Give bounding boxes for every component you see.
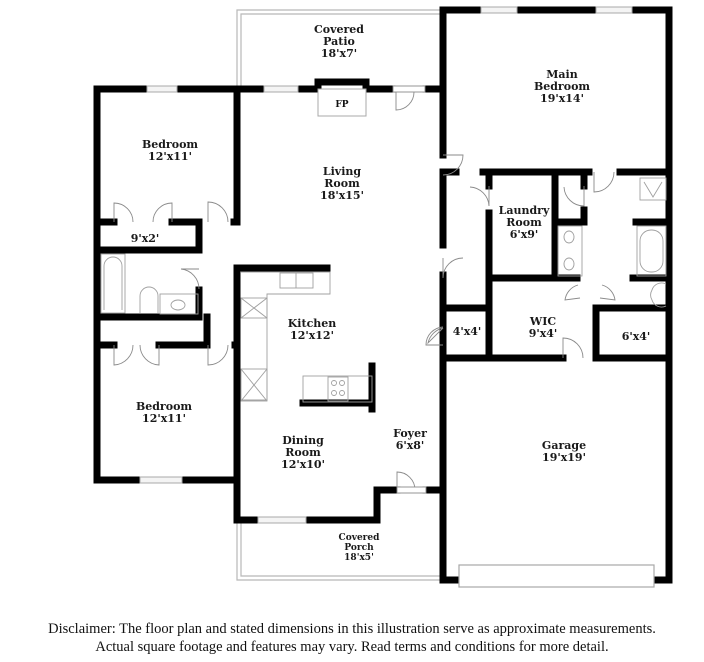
room-dimensions: 18'x15' bbox=[320, 189, 364, 202]
garage-door bbox=[458, 564, 655, 588]
room-name: WIC bbox=[529, 315, 557, 328]
doors bbox=[113, 85, 616, 494]
room-name: Room bbox=[506, 216, 542, 229]
room-label-closet-4x4: 4'x4' bbox=[453, 326, 482, 338]
fixtures bbox=[100, 177, 667, 403]
room-name: Covered bbox=[338, 533, 380, 543]
disclaimer: Disclaimer: The floor plan and stated di… bbox=[0, 620, 704, 656]
room-dimensions: 9'x4' bbox=[528, 327, 558, 340]
room-name: Main bbox=[546, 68, 578, 81]
room-dimensions: 19'x14' bbox=[540, 92, 584, 105]
disclaimer-line-2: Actual square footage and features may v… bbox=[95, 639, 609, 655]
room-dimensions: 12'x12' bbox=[290, 329, 334, 342]
room-dimensions: 12'x11' bbox=[142, 412, 186, 425]
room-dimensions: 18'x7' bbox=[320, 47, 358, 60]
room-dimensions: 4'x4' bbox=[452, 325, 482, 338]
room-name: Covered bbox=[314, 23, 364, 36]
covered-patio-outline bbox=[236, 9, 443, 92]
room-dimensions: 12'x11' bbox=[148, 150, 192, 163]
room-dimensions: 6'x4' bbox=[621, 330, 651, 343]
room-dimensions: 19'x19' bbox=[542, 451, 586, 464]
room-label-closet-6x4: 6'x4' bbox=[622, 331, 651, 343]
room-name: Kitchen bbox=[287, 317, 337, 330]
room-dimensions: 6'x8' bbox=[395, 439, 425, 452]
room-name: Garage bbox=[541, 439, 587, 452]
room-dimensions: 9'x2' bbox=[130, 232, 160, 245]
room-dimensions: 12'x10' bbox=[281, 458, 325, 471]
fireplace bbox=[317, 88, 367, 117]
room-label-closet-9x2: 9'x2' bbox=[131, 233, 160, 245]
room-name: Bedroom bbox=[135, 400, 193, 413]
room-name: Bedroom bbox=[533, 80, 591, 93]
room-name: Living bbox=[322, 165, 362, 178]
room-name: Patio bbox=[323, 35, 355, 48]
room-name: Room bbox=[324, 177, 360, 190]
walls bbox=[93, 6, 673, 584]
room-dimensions: 6'x9' bbox=[509, 228, 539, 241]
fireplace-label: FP bbox=[335, 100, 348, 110]
room-name: Room bbox=[285, 446, 321, 459]
floor-plan-drawing: FP bbox=[93, 6, 673, 588]
room-name: Foyer bbox=[393, 427, 427, 440]
room-name: Porch bbox=[344, 543, 374, 553]
disclaimer-line-1: Disclaimer: The floor plan and stated di… bbox=[48, 621, 656, 637]
covered-porch-outline bbox=[236, 522, 443, 581]
room-name: Bedroom bbox=[141, 138, 199, 151]
windows bbox=[139, 6, 633, 524]
room-name: Laundry bbox=[498, 204, 550, 217]
room-name: Dining bbox=[282, 434, 324, 447]
room-dimensions: 18'x5' bbox=[344, 553, 374, 563]
